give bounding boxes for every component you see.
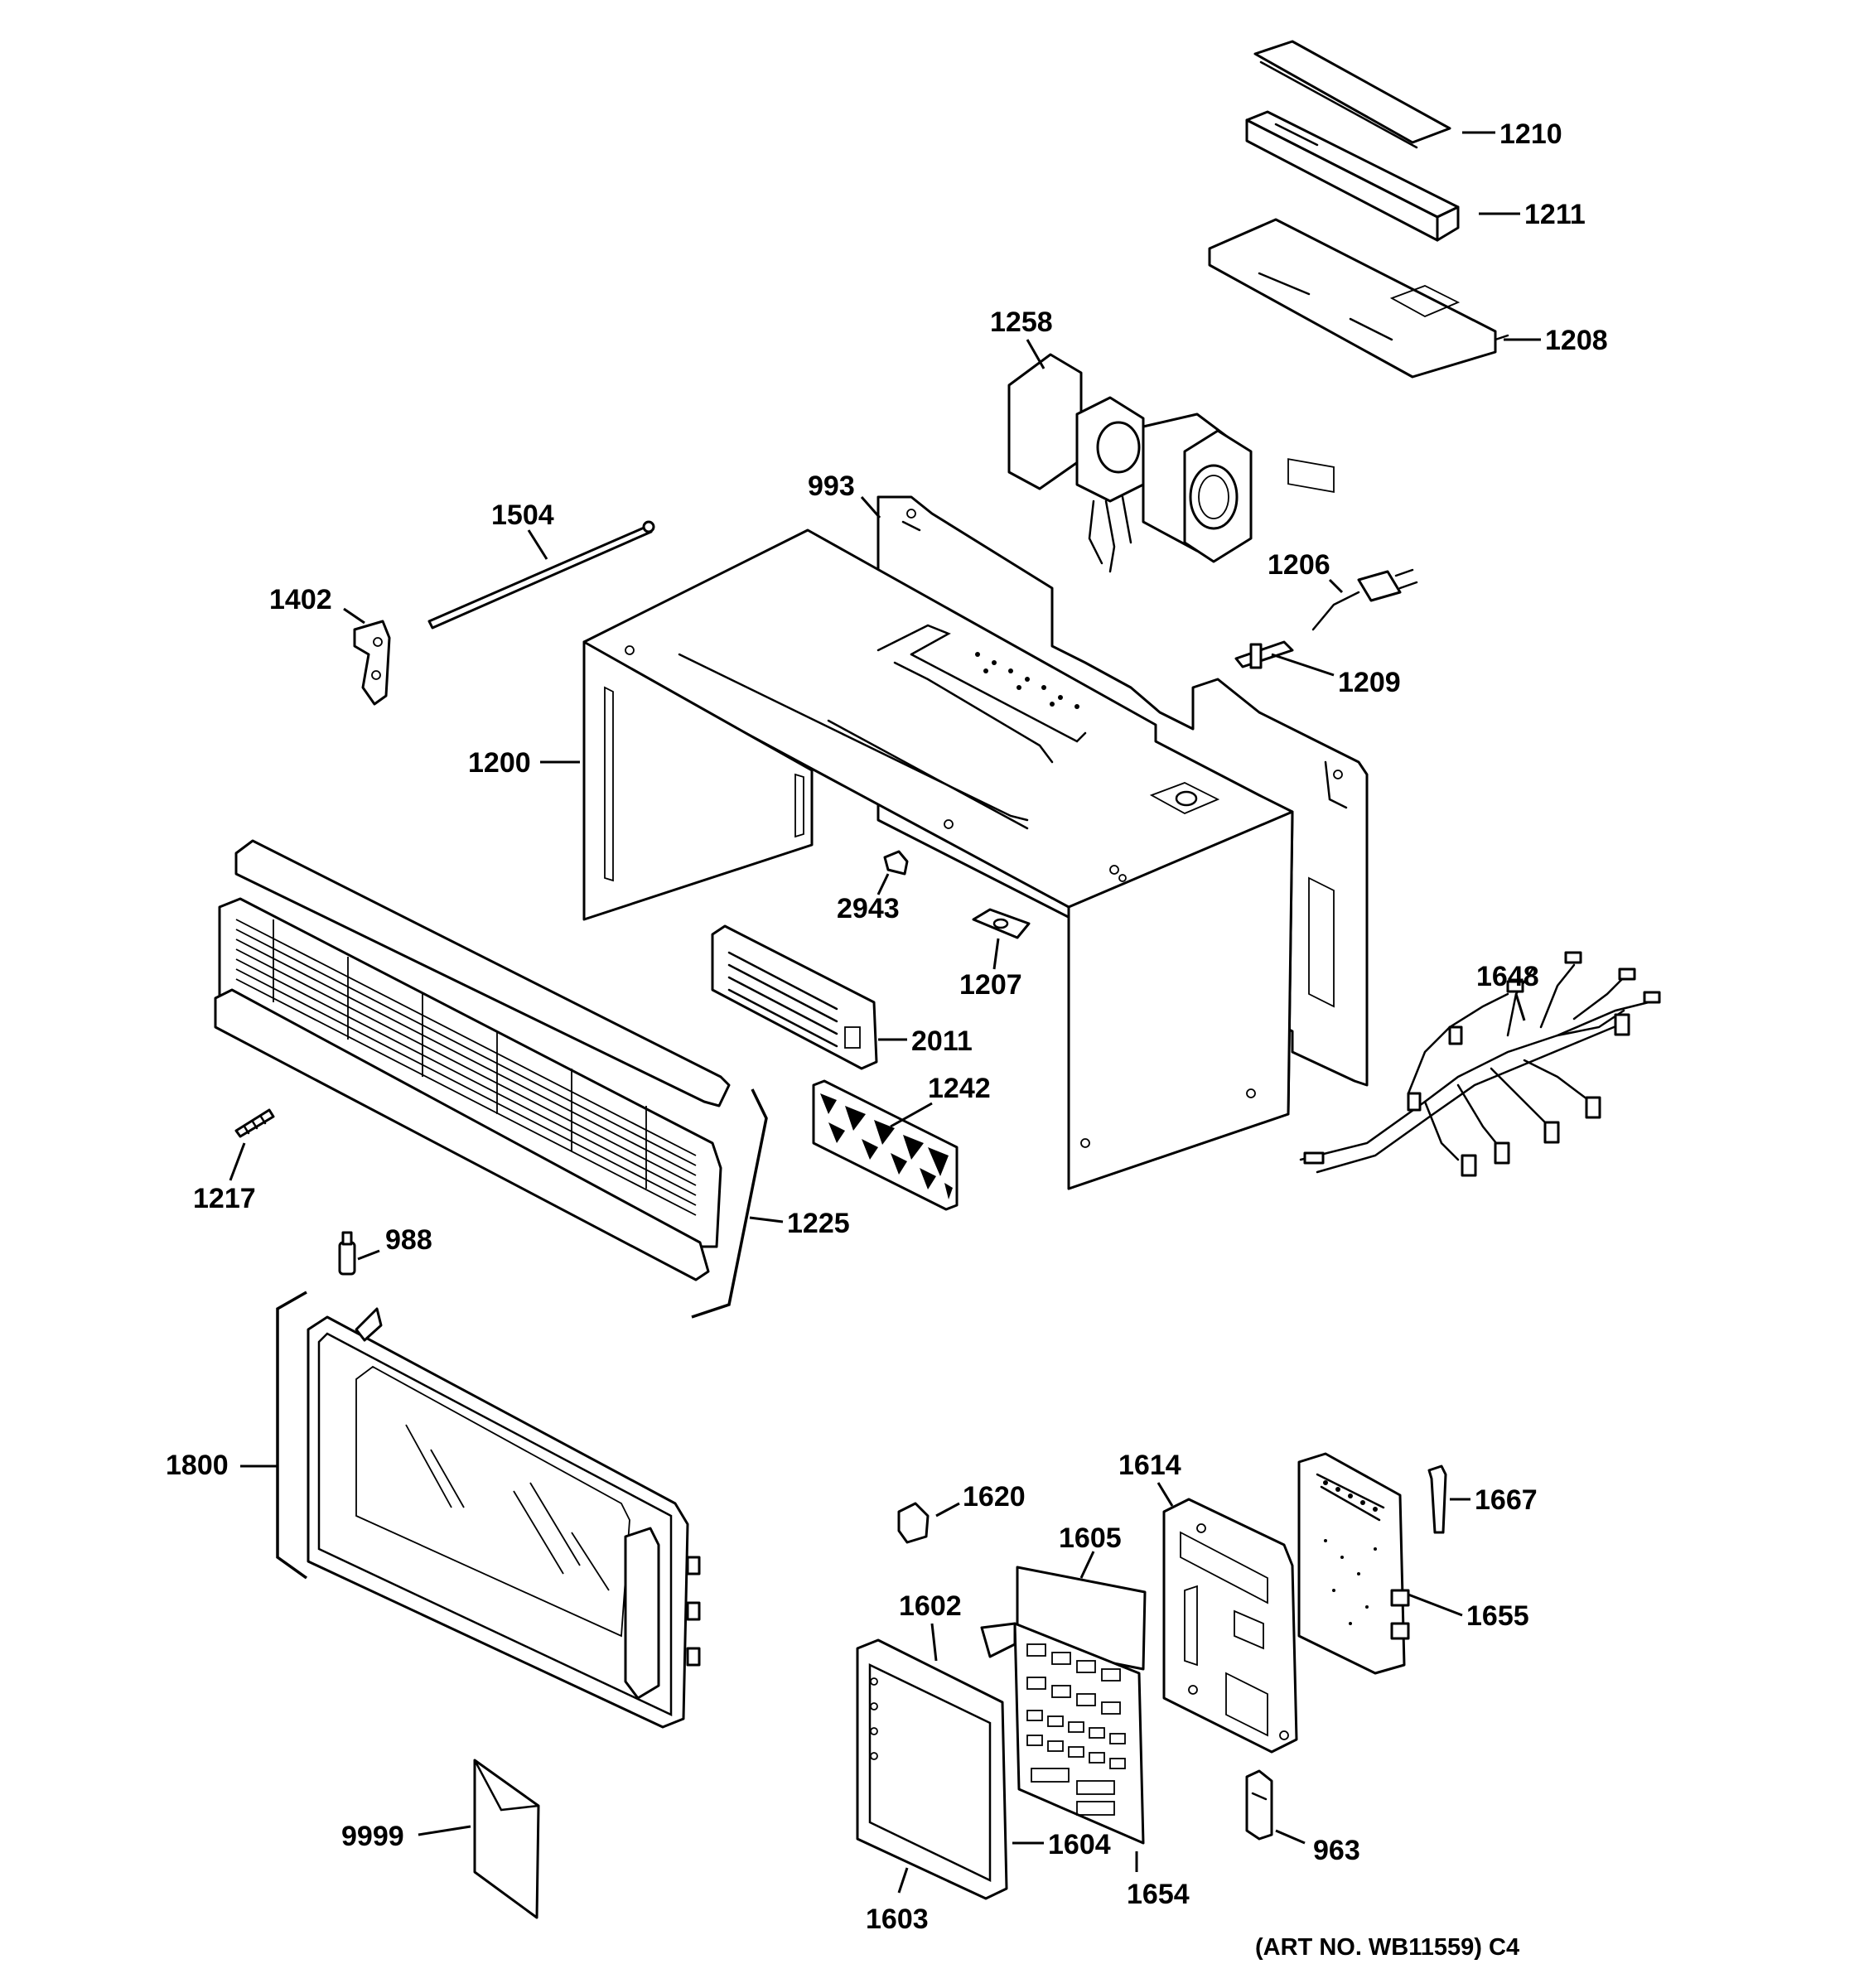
- part-1620-clip: [897, 1502, 930, 1544]
- part-963-clip: [1245, 1769, 1273, 1841]
- callout-1603: 1603: [866, 1904, 929, 1935]
- part-1602-frame: [856, 1638, 1008, 1900]
- callout-1602: 1602: [899, 1590, 962, 1622]
- callout-1654: 1654: [1127, 1879, 1190, 1910]
- cabinet-hole-pattern: [975, 652, 1079, 709]
- callout-1800: 1800: [166, 1450, 229, 1481]
- board-components: [1324, 1539, 1377, 1625]
- part-988-pin: [338, 1231, 356, 1276]
- part-1208-plate: [1208, 218, 1509, 493]
- keypad-keys: [1026, 1643, 1126, 1816]
- part-1667-spacer: [1427, 1464, 1447, 1534]
- callout-1217: 1217: [193, 1183, 256, 1214]
- callout-1667: 1667: [1475, 1484, 1538, 1516]
- callout-988: 988: [385, 1224, 432, 1256]
- part-2011-vent: [711, 924, 878, 1070]
- part-1504-rod: [427, 520, 655, 630]
- art-number: (ART NO. WB11559) C4: [1255, 1934, 1519, 1961]
- callout-2011: 2011: [911, 1025, 973, 1057]
- part-1200-cabinet: [582, 528, 1294, 1190]
- part-1225-grille: [214, 839, 731, 1281]
- callout-993: 993: [808, 470, 855, 502]
- part-1800-door: [307, 1307, 701, 1729]
- part-1648-harness: [1299, 951, 1661, 1177]
- part-1209-strain-relief: [1234, 640, 1294, 669]
- callout-1504: 1504: [491, 499, 554, 531]
- callout-1211: 1211: [1524, 199, 1586, 230]
- callout-1604: 1604: [1048, 1829, 1111, 1860]
- callout-1402: 1402: [269, 584, 332, 615]
- part-1655-board: [1297, 1452, 1410, 1675]
- callout-1258: 1258: [990, 306, 1053, 338]
- part-2943-clip: [883, 850, 909, 876]
- callout-1206: 1206: [1268, 549, 1330, 581]
- part-9999-envelope: [473, 1759, 540, 1919]
- part-1402-bracket: [353, 620, 391, 706]
- callout-1620: 1620: [963, 1481, 1026, 1513]
- callout-2943: 2943: [837, 893, 900, 924]
- part-1258-blower: [1007, 353, 1253, 573]
- grille-louvers: [235, 919, 697, 1216]
- callout-1209: 1209: [1338, 667, 1401, 698]
- callout-1225: 1225: [787, 1208, 850, 1239]
- part-1207-pad: [972, 908, 1031, 939]
- callout-1648: 1648: [1476, 961, 1539, 992]
- part-1614-bracket: [1162, 1498, 1298, 1754]
- part-1654-keypad: [980, 1622, 1145, 1845]
- callout-9999: 9999: [341, 1821, 404, 1852]
- callout-1605: 1605: [1059, 1522, 1122, 1554]
- callout-1655: 1655: [1466, 1600, 1529, 1632]
- part-1206-cord: [1311, 568, 1418, 631]
- callout-963: 963: [1313, 1835, 1360, 1866]
- part-1211-duct: [1245, 110, 1460, 242]
- callout-1200: 1200: [468, 747, 531, 779]
- callout-1614: 1614: [1118, 1450, 1181, 1481]
- callout-1210: 1210: [1499, 118, 1562, 150]
- part-1242-filter: [812, 1079, 959, 1211]
- callout-1208: 1208: [1545, 325, 1608, 356]
- part-1217-screw: [234, 1108, 275, 1138]
- callout-1207: 1207: [959, 969, 1022, 1001]
- part-1210-cover: [1253, 40, 1451, 149]
- callout-1242: 1242: [928, 1073, 991, 1104]
